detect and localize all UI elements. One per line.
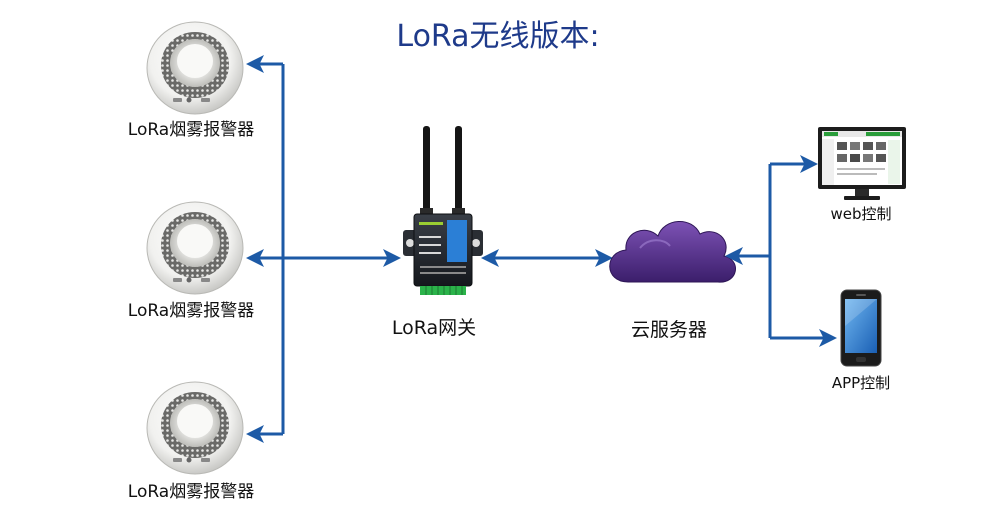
smoke-detector-label-2: LoRa烟雾报警器 xyxy=(128,301,254,321)
smoke-detector-3 xyxy=(146,381,244,475)
client-connector xyxy=(725,155,837,347)
gateway-label: LoRa网关 xyxy=(392,317,476,339)
app-control-label: APP控制 xyxy=(832,374,890,392)
antenna-right xyxy=(455,126,462,214)
monitor-icon xyxy=(818,127,906,200)
gateway-terminal-block xyxy=(420,286,466,295)
detector-connector xyxy=(246,55,401,443)
smoke-detector-label-1: LoRa烟雾报警器 xyxy=(128,120,254,140)
diagram-title: LoRa无线版本: xyxy=(396,19,599,54)
cloud-icon xyxy=(609,221,736,283)
cloud-label: 云服务器 xyxy=(631,319,707,341)
smoke-detector-label-3: LoRa烟雾报警器 xyxy=(128,482,254,502)
phone-icon xyxy=(840,289,882,367)
smoke-detector-2 xyxy=(146,201,244,295)
web-control-label: web控制 xyxy=(830,205,891,223)
antenna-left xyxy=(423,126,430,214)
lora-gateway-device xyxy=(403,126,483,295)
smoke-detector-1 xyxy=(146,21,244,115)
